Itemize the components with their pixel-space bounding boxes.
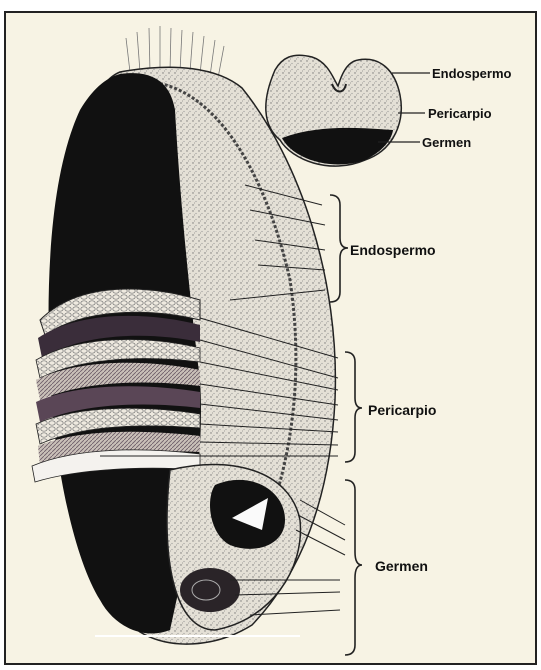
label-pericarp: Pericarpio <box>368 402 436 418</box>
cross-label-pericarp: Pericarpio <box>428 106 492 121</box>
label-germ: Germen <box>375 558 428 574</box>
cross-label-germ: Germen <box>422 135 471 150</box>
label-endosperm: Endospermo <box>350 242 436 258</box>
cross-label-endosperm: Endospermo <box>432 66 512 81</box>
